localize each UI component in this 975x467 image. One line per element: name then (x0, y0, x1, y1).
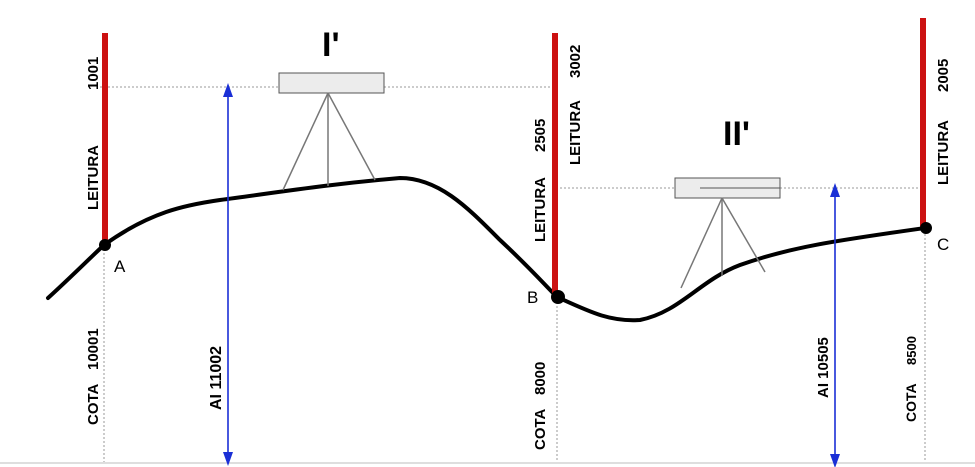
leveling-rod-C (920, 18, 926, 228)
terrain-profile (46, 175, 927, 323)
ai-text-II: AI 10505 (815, 337, 832, 398)
leitura-text-C: LEITURA (935, 120, 952, 185)
cota-number-A: 10001 (85, 328, 102, 370)
leitura-number-A: 1001 (85, 57, 102, 90)
point-label-B: B (527, 288, 538, 307)
leitura-number-B-fore: 3002 (567, 45, 584, 78)
instrument-height-label-I: AI 11002 (208, 346, 225, 410)
cota-label-B: COTA (532, 408, 549, 450)
instrument-height-label-II: AI 10505 (815, 337, 832, 398)
leitura-value-C: 2005 (935, 59, 952, 92)
cota-number-C: 8500 (904, 336, 919, 365)
leveling-rod-B (552, 33, 558, 297)
point-label-C: C (937, 235, 949, 254)
ai-text-I: AI 11002 (208, 346, 225, 410)
cota-text-A: COTA (85, 383, 102, 425)
leitura-text-B-fore: LEITURA (567, 100, 584, 165)
leitura-number-B-back: 2505 (532, 119, 549, 152)
point-marker-C (920, 222, 932, 234)
point-label-A: A (114, 257, 126, 276)
leveling-rod-A (102, 33, 108, 245)
level-instrument-I (278, 72, 385, 191)
leitura-text-B-back: LEITURA (532, 177, 549, 242)
cota-value-A: 10001 (85, 328, 102, 370)
leitura-value-A: 1001 (85, 57, 102, 90)
point-marker-B (551, 290, 565, 304)
cota-label-A: COTA (85, 383, 102, 425)
station-label-II: II' (723, 115, 750, 153)
leitura-value-B-back: 2505 (532, 119, 549, 152)
leitura-number-C: 2005 (935, 59, 952, 92)
cota-number-B: 8000 (532, 362, 549, 395)
leitura-label-A: LEITURA (85, 145, 102, 210)
leitura-label-B-fore: LEITURA (567, 100, 584, 165)
cota-text-B: COTA (532, 408, 549, 450)
cota-value-C: 8500 (904, 336, 919, 365)
leitura-value-B-fore: 3002 (567, 45, 584, 78)
level-instrument-II (674, 177, 781, 289)
leitura-label-B-back: LEITURA (532, 177, 549, 242)
cota-label-C: COTA (903, 383, 919, 422)
station-label-I: I' (322, 26, 340, 64)
point-marker-A (99, 239, 111, 251)
cota-text-C: COTA (903, 383, 919, 422)
cota-value-B: 8000 (532, 362, 549, 395)
leitura-text-A: LEITURA (85, 145, 102, 210)
leitura-label-C: LEITURA (935, 120, 952, 185)
